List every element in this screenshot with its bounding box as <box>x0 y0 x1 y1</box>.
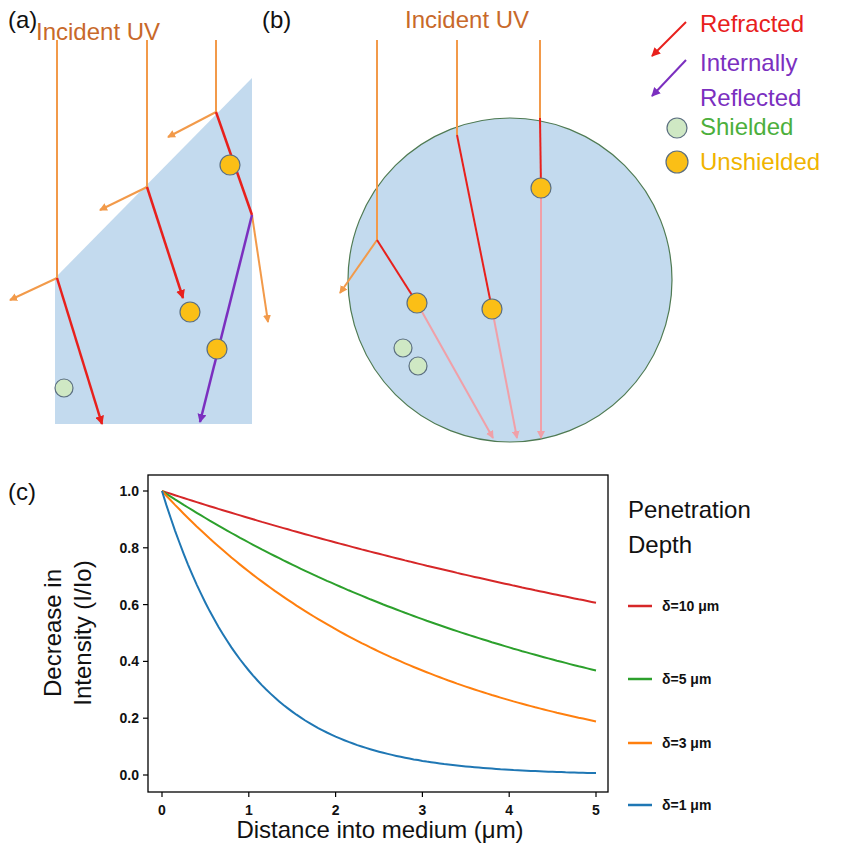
x-tick <box>509 792 510 797</box>
refracted-sample <box>652 22 686 56</box>
y-tick <box>143 490 148 491</box>
droplet-medium <box>348 118 672 442</box>
y-tick <box>143 604 148 605</box>
intensity-curve <box>162 491 596 603</box>
legend-text: Unshielded <box>700 148 820 176</box>
legend-text: δ=5 μm <box>662 671 711 687</box>
x-tick <box>248 792 249 797</box>
y-tick <box>143 774 148 775</box>
legend-text: Internally Reflected <box>700 45 840 115</box>
legend-samples <box>652 22 688 173</box>
x-tick <box>161 792 162 797</box>
x-tick-label: 5 <box>592 802 600 818</box>
y-tick <box>143 718 148 719</box>
x-axis-title: Distance into medium (μm) <box>236 816 523 844</box>
y-tick-label: 0.0 <box>120 767 139 783</box>
y-tick <box>143 547 148 548</box>
intensity-curve <box>162 491 596 773</box>
legend-text: δ=3 μm <box>662 735 711 751</box>
panel-label: (c) <box>8 478 36 506</box>
x-tick-label: 3 <box>419 802 427 818</box>
intensity-curve <box>162 491 596 671</box>
legend-text: Refracted <box>700 10 804 38</box>
y-tick <box>143 661 148 662</box>
reflected-sample <box>652 60 686 96</box>
plot-frame <box>143 475 652 805</box>
legend-text: δ=10 μm <box>662 598 719 614</box>
panel-label: (b) <box>262 6 291 34</box>
panel-b <box>340 40 672 442</box>
y-tick-label: 0.8 <box>120 540 139 556</box>
y-axis-title: Decrease in Intensity (I/Io) <box>38 533 98 733</box>
incident-label: Incident UV <box>36 18 160 46</box>
x-tick <box>422 792 423 797</box>
x-tick <box>595 792 596 797</box>
panel-label: (a) <box>8 6 37 34</box>
y-tick-label: 0.2 <box>120 710 139 726</box>
intensity-curve <box>162 491 596 721</box>
panel-a <box>10 40 268 424</box>
x-tick-label: 2 <box>332 802 340 818</box>
legend-text: Shielded <box>700 113 793 141</box>
wedge-medium <box>55 78 252 424</box>
x-tick-label: 4 <box>505 802 513 818</box>
unshielded-sample <box>666 151 688 173</box>
y-tick-label: 0.6 <box>120 597 139 613</box>
y-tick-label: 0.4 <box>120 653 139 669</box>
y-tick-label: 1.0 <box>120 483 139 499</box>
x-tick <box>335 792 336 797</box>
legend-text: δ=1 μm <box>662 797 711 813</box>
incident-label: Incident UV <box>405 6 529 34</box>
shielded-sample <box>667 118 687 138</box>
x-tick-label: 1 <box>245 802 253 818</box>
legend-title: Penetration Depth <box>628 492 768 562</box>
x-tick-label: 0 <box>158 802 166 818</box>
